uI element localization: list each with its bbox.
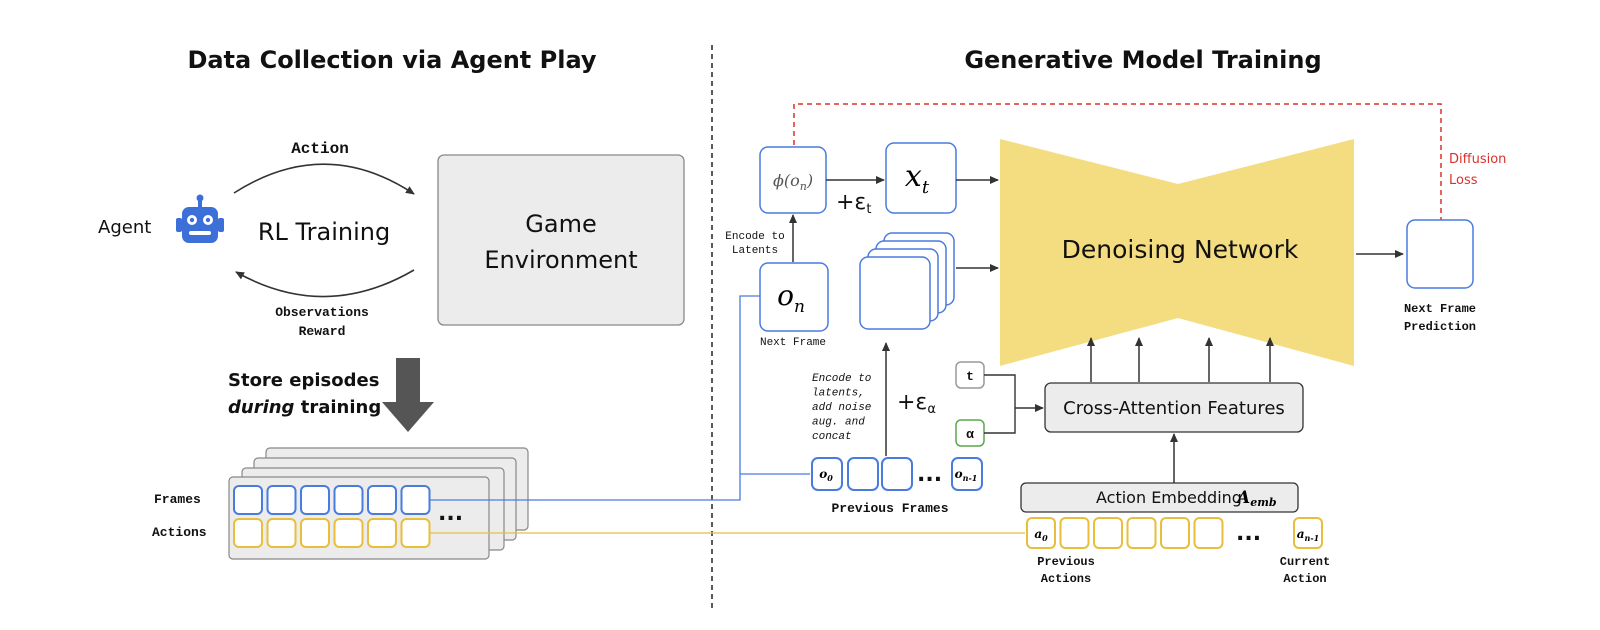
frames-label: Frames: [154, 492, 201, 507]
right-title: Generative Model Training: [964, 46, 1321, 74]
encode-noise-line: aug. and: [812, 417, 865, 429]
cross-attention-box: [1044, 382, 1304, 433]
encode-label-line1: Encode to: [725, 231, 784, 243]
encode-noise-note: Encode to latents, add noise aug. and concat: [812, 373, 871, 443]
game-environment-box: [437, 154, 685, 326]
store-episodes-line1: Store episodes: [228, 370, 379, 391]
encode-noise-line: add noise: [812, 402, 871, 414]
denoising-network-label: Denoising Network: [1062, 235, 1299, 264]
observations-label: Observations: [275, 305, 369, 320]
episode-frame-cell: [367, 485, 397, 515]
previous-frame-cell: [951, 457, 983, 491]
previous-actions-line2: Actions: [1041, 572, 1091, 586]
episode-frame-cell: [233, 485, 263, 515]
actions-label: Actions: [152, 525, 207, 540]
previous-action-a0-label: a0: [1034, 527, 1048, 543]
episode-action-cell: [367, 518, 397, 548]
agent-label: Agent: [98, 217, 151, 238]
action-label: Action: [291, 140, 349, 158]
previous-action-cell: [1059, 517, 1090, 549]
diffusion-loss-line: [793, 103, 1442, 220]
action-embedding-label: Action Embedding: [1096, 488, 1242, 507]
observation-arrow: [235, 269, 415, 298]
diffusion-loss-line1: Diffusion: [1449, 152, 1506, 167]
denoising-network-shape: [1000, 139, 1354, 366]
previous-frames-ellipsis: ...: [917, 462, 942, 487]
alpha-to-crossattn-line: [984, 408, 1016, 434]
previous-actions-row: a0 an-1: [1026, 517, 1323, 549]
noise-level-token-label: α: [966, 427, 974, 442]
frames-connector-line: [430, 295, 760, 501]
previous-frame-cell: [881, 457, 913, 491]
episode-action-cell: [400, 518, 431, 548]
noise-eps-alpha: +εα: [897, 390, 936, 417]
cross-attention-arrows: [1087, 337, 1274, 382]
store-episodes-line2: during training: [228, 397, 381, 418]
episode-frame-cell: [400, 485, 431, 515]
previous-actions-line1: Previous: [1037, 555, 1095, 569]
next-frame-prediction-line2: Prediction: [1404, 320, 1476, 334]
game-environment-line1: Game: [525, 210, 596, 238]
episode-frames-row: [233, 485, 431, 515]
previous-frame-cell: [811, 457, 843, 491]
rl-training-label: RL Training: [258, 218, 390, 246]
action-embedding-symbol: Aemb: [1235, 488, 1277, 509]
game-environment-line2: Environment: [484, 246, 637, 274]
next-frame-box: [759, 262, 829, 332]
previous-action-cell: [1193, 517, 1224, 549]
noisy-latent-label: xt: [905, 159, 930, 198]
current-action-line2: Action: [1283, 572, 1326, 586]
next-frame-prediction-box: [1406, 219, 1474, 289]
previous-action-cell: [1093, 517, 1123, 549]
noisy-latent-box: [885, 142, 957, 214]
episode-action-cell: [300, 518, 330, 548]
previous-action-cell: [1026, 517, 1056, 549]
store-down-arrow: [382, 358, 434, 432]
latent-phi-label: ϕ(on): [773, 171, 813, 193]
current-action-label: an-1: [1297, 527, 1319, 543]
episode-actions-row: [233, 518, 431, 548]
reward-label: Reward: [299, 324, 346, 339]
episode-frame-cell: [300, 485, 330, 515]
previous-action-cell: [1126, 517, 1157, 549]
episode-action-cell: [333, 518, 364, 548]
previous-frame-cell: [847, 457, 879, 491]
episode-frame-cell: [333, 485, 364, 515]
diffusion-loss-line2: Loss: [1449, 173, 1478, 188]
previous-frames-row: o0 on-1: [811, 457, 983, 491]
left-title: Data Collection via Agent Play: [187, 46, 596, 74]
episode-action-cell: [233, 518, 263, 548]
episode-action-cell: [266, 518, 297, 548]
next-frame-symbol: on: [777, 279, 805, 317]
current-action-cell: [1293, 517, 1323, 549]
current-action-line1: Current: [1280, 555, 1330, 569]
next-frame-label: Next Frame: [760, 337, 826, 349]
robot-icon: [176, 194, 224, 243]
next-frame-prediction-line1: Next Frame: [1404, 302, 1476, 316]
action-embedding-box: [1020, 482, 1299, 513]
concatenated-frames-stack: [859, 232, 955, 330]
previous-frame-on1-label: on-1: [955, 467, 978, 483]
previous-frame-o0-label: o0: [819, 467, 833, 483]
episode-frame-cell: [266, 485, 297, 515]
cross-attention-label: Cross-Attention Features: [1063, 398, 1285, 419]
t-to-crossattn-line: [984, 374, 1016, 408]
action-arrow: [233, 163, 415, 195]
previous-frames-label: Previous Frames: [831, 501, 948, 516]
episode-ellipsis: ...: [438, 501, 463, 526]
previous-action-cell: [1160, 517, 1190, 549]
timestep-token-label: t: [966, 369, 974, 384]
encode-noise-line: Encode to: [812, 373, 871, 385]
encode-noise-line: concat: [812, 431, 852, 443]
previous-actions-ellipsis: ...: [1236, 521, 1261, 546]
encode-noise-line: latents,: [812, 388, 865, 400]
encode-label-line2: Latents: [732, 245, 778, 257]
noise-eps-t: +εt: [836, 190, 871, 217]
